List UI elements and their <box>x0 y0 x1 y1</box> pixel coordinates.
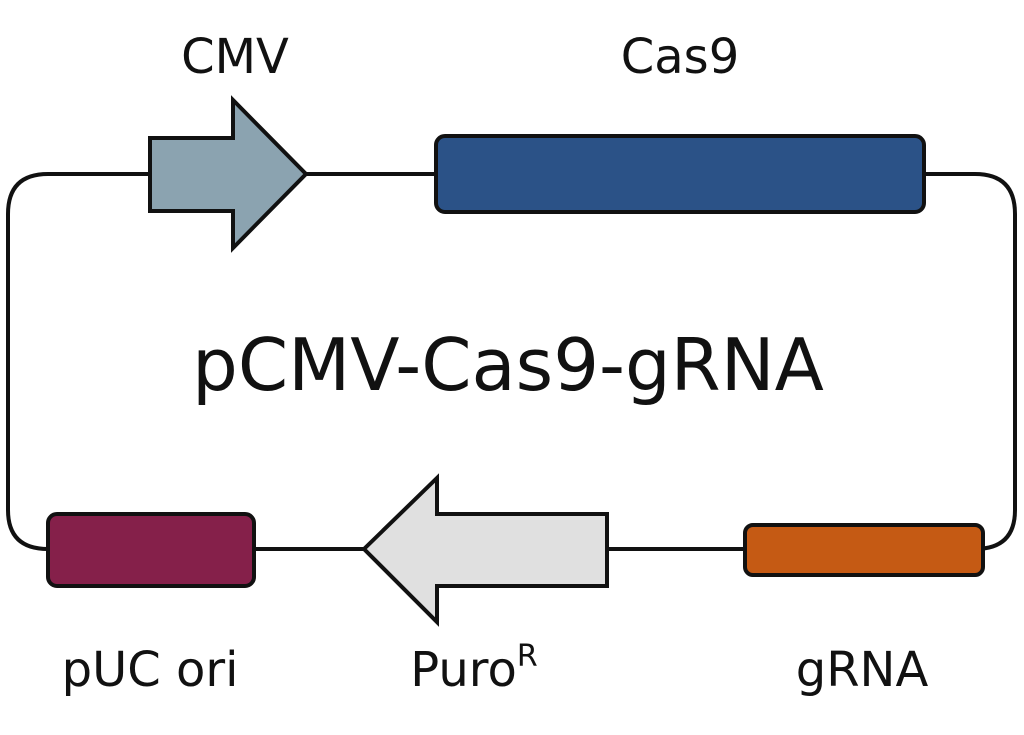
cas9-label: Cas9 <box>621 29 739 85</box>
puro-label-superscript: R <box>517 639 538 674</box>
cmv-label: CMV <box>181 29 289 85</box>
cas9-gene-block <box>434 134 926 214</box>
puc-ori-label: pUC ori <box>62 642 239 698</box>
cmv-promoter-arrow <box>148 95 309 253</box>
plasmid-name: pCMV-Cas9-gRNA <box>192 323 824 407</box>
puc-ori-block <box>46 512 256 588</box>
puro-label-text: Puro <box>410 642 517 698</box>
puro-resistance-arrow <box>361 473 609 627</box>
puro-label: PuroR <box>410 639 537 698</box>
grna-block <box>743 523 985 577</box>
grna-label: gRNA <box>796 642 929 698</box>
